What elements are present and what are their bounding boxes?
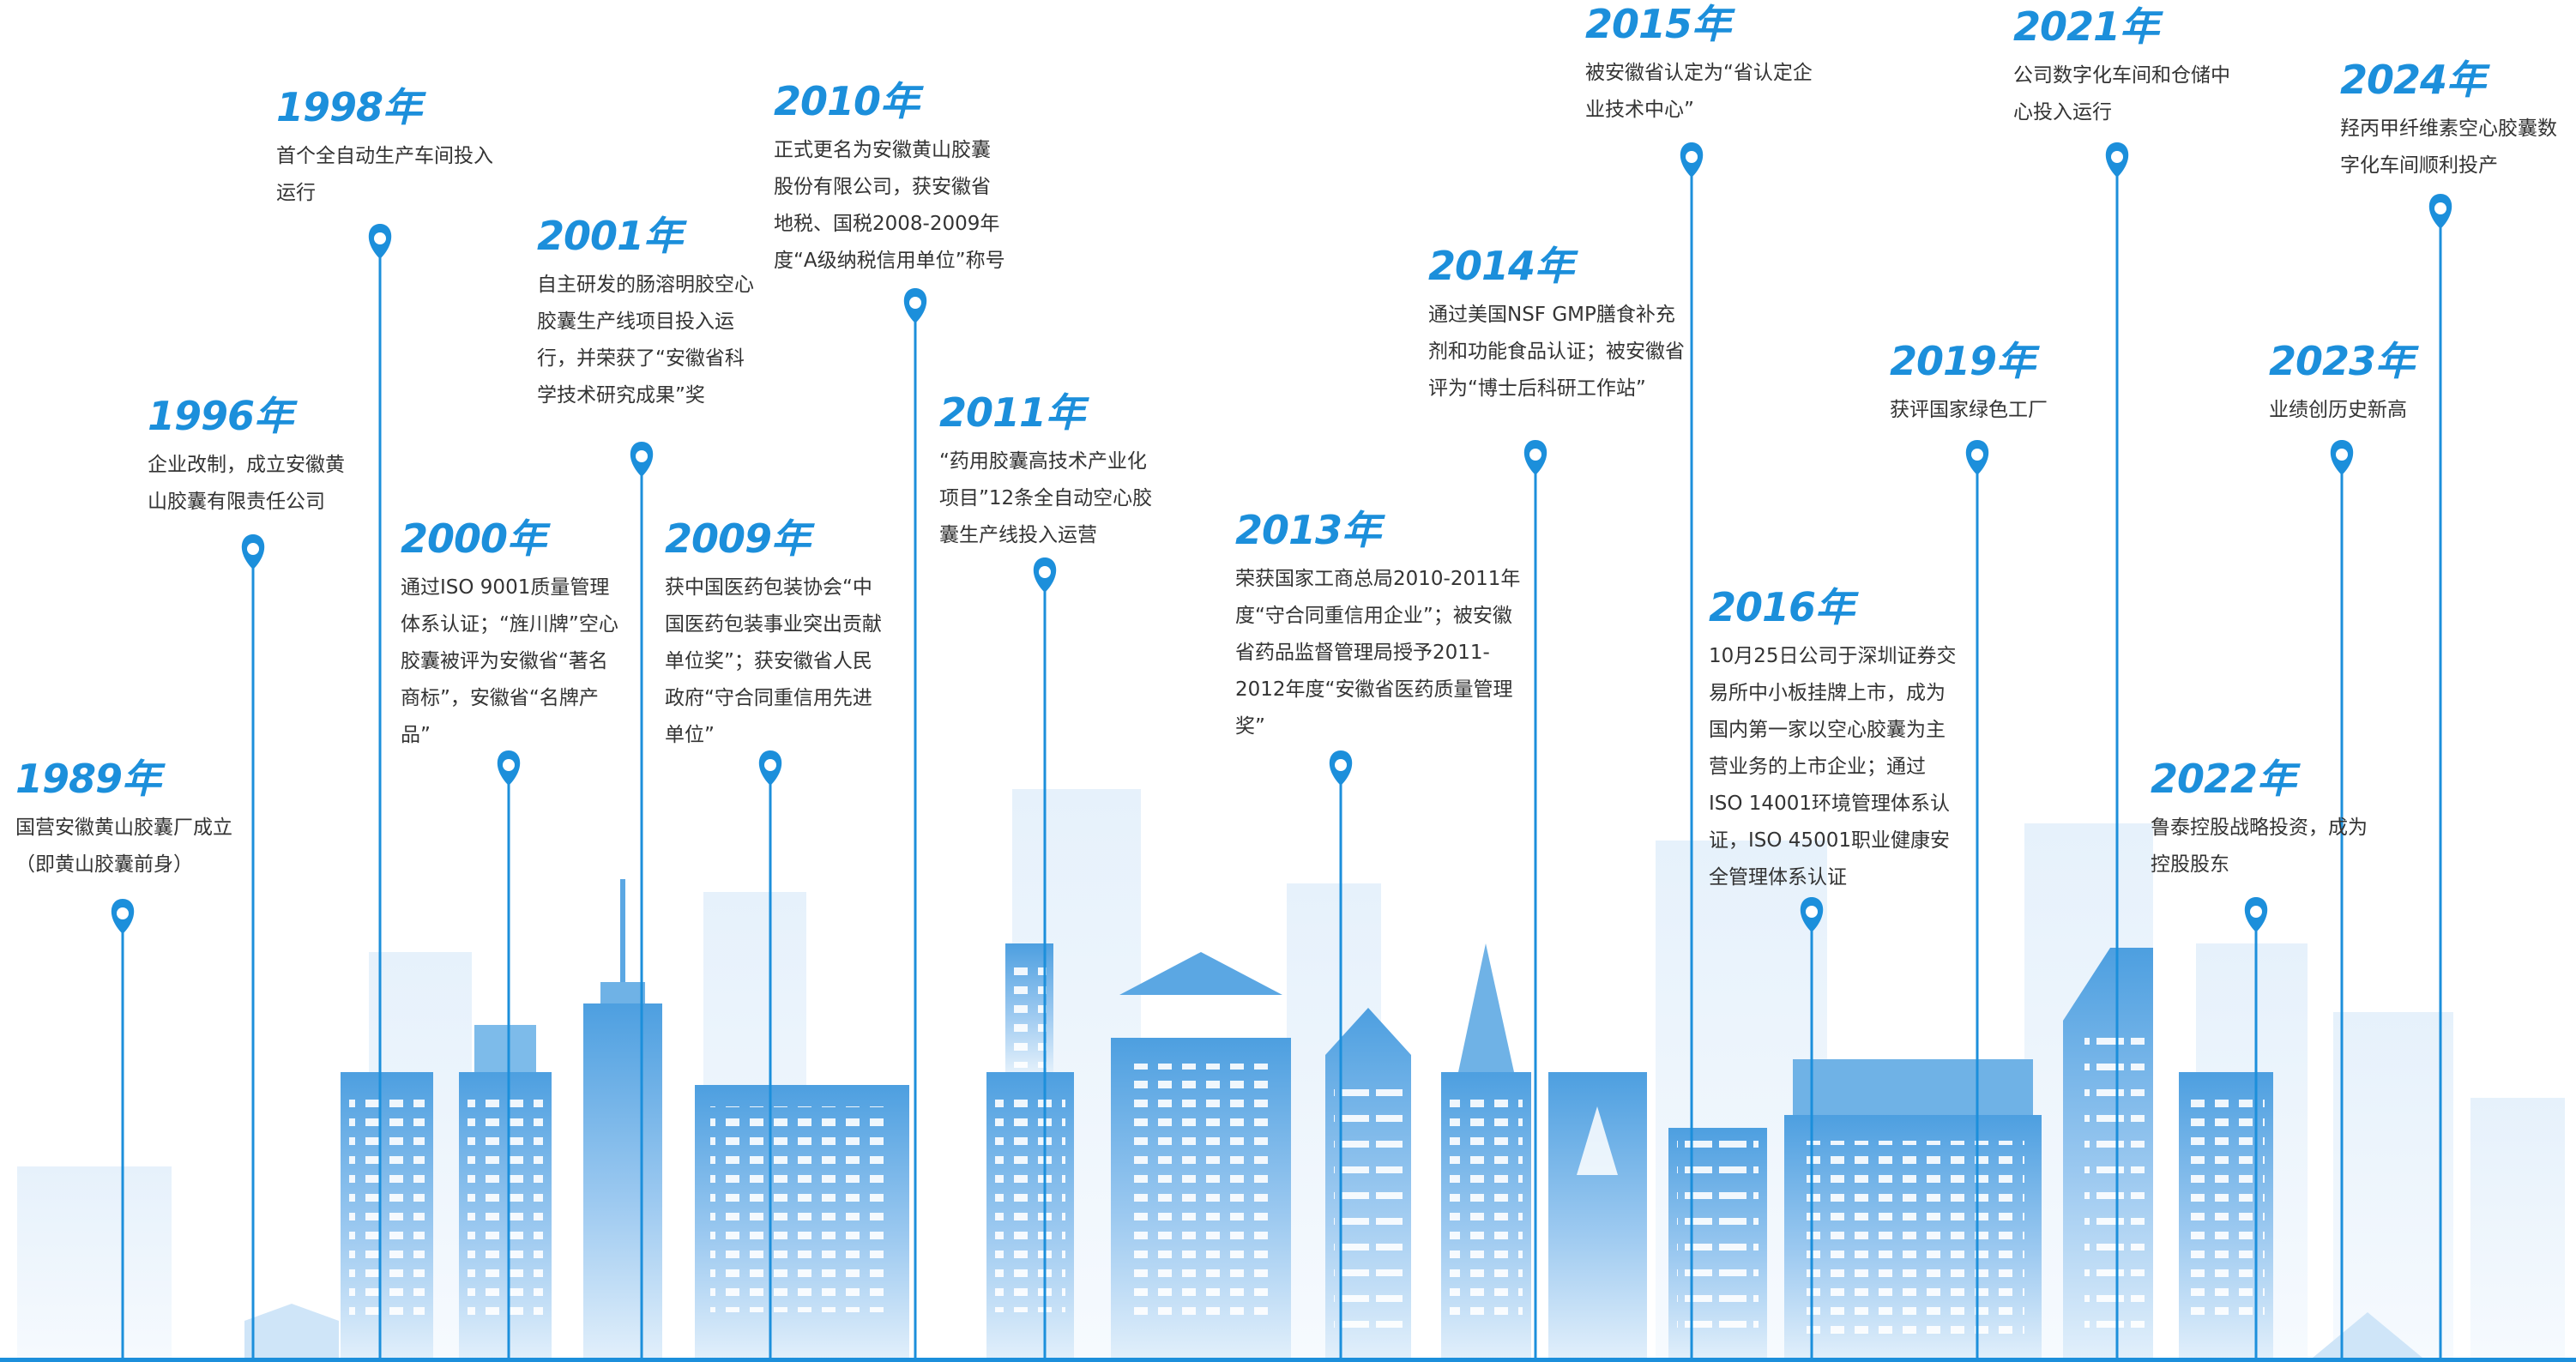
timeline-event-2023: 2023年业绩创历史新高 xyxy=(2269,337,2488,429)
location-pin-icon xyxy=(1523,440,1547,475)
event-description: 正式更名为安徽黄山胶囊股份有限公司，获安徽省地税、国税2008-2009年度“A… xyxy=(774,139,1005,272)
timeline-event-2009: 2009年获中国医药包装协会“中国医药包装事业突出贡献单位奖”；获安徽省人民政府… xyxy=(665,515,884,754)
timeline-event-2022: 2022年鲁泰控股战略投资，成为控股股东 xyxy=(2151,755,2369,883)
event-description: 公司数字化车间和仓储中心投入运行 xyxy=(2013,64,2230,124)
event-year: 2009年 xyxy=(665,515,811,562)
event-year: 2019年 xyxy=(1890,338,2036,384)
event-year: 2016年 xyxy=(1709,584,1855,630)
event-description: 荣获国家工商总局2010-2011年度“守合同重信用企业”；被安徽省药品监督管理… xyxy=(1235,568,1521,738)
location-pin-icon xyxy=(758,750,782,786)
event-year: 2021年 xyxy=(2013,3,2159,50)
event-year: 2000年 xyxy=(401,515,546,562)
location-pin-icon xyxy=(1680,142,1704,178)
event-year: 2015年 xyxy=(1585,1,1731,47)
event-year: 2011年 xyxy=(939,389,1085,436)
location-pin-icon xyxy=(368,224,392,259)
timeline-markers xyxy=(111,142,2452,1359)
location-pin-icon xyxy=(2330,440,2354,475)
location-pin-icon xyxy=(497,750,521,786)
event-year: 1996年 xyxy=(148,393,293,439)
timeline-event-2000: 2000年通过ISO 9001质量管理体系认证；“旌川牌”空心胶囊被评为安徽省“… xyxy=(401,515,619,754)
timeline-event-2001: 2001年自主研发的肠溶明胶空心胶囊生产线项目投入运行，并荣获了“安徽省科学技术… xyxy=(537,212,760,414)
location-pin-icon xyxy=(2428,194,2452,229)
location-pin-icon xyxy=(903,288,927,323)
foreground-buildings xyxy=(244,879,2428,1362)
timeline-event-1996: 1996年企业改制，成立安徽黄山胶囊有限责任公司 xyxy=(148,392,362,521)
timeline-event-2011: 2011年 “药用胶囊高技术产业化项目”12条全自动空心胶囊生产线投入运营 xyxy=(939,389,1162,554)
location-pin-icon xyxy=(1965,440,1989,475)
event-description: 鲁泰控股战略投资，成为控股股东 xyxy=(2151,817,2368,876)
event-year: 2014年 xyxy=(1428,243,1574,289)
timeline-event-2024: 2024年羟丙甲纤维素空心胶囊数字化车间顺利投产 xyxy=(2340,56,2576,184)
location-pin-icon xyxy=(1033,557,1057,593)
event-description: 自主研发的肠溶明胶空心胶囊生产线项目投入运行，并荣获了“安徽省科学技术研究成果”… xyxy=(537,274,754,407)
event-year: 2001年 xyxy=(537,213,683,259)
event-description: 羟丙甲纤维素空心胶囊数字化车间顺利投产 xyxy=(2340,118,2557,177)
event-year: 1998年 xyxy=(276,84,422,130)
event-description: “药用胶囊高技术产业化项目”12条全自动空心胶囊生产线投入运营 xyxy=(939,450,1153,546)
event-description: 通过美国NSF GMP膳食补充剂和功能食品认证；被安徽省评为“博士后科研工作站” xyxy=(1428,304,1685,400)
event-description: 国营安徽黄山胶囊厂成立（即黄山胶囊前身） xyxy=(15,817,232,876)
event-description: 通过ISO 9001质量管理体系认证；“旌川牌”空心胶囊被评为安徽省“著名商标”… xyxy=(401,576,618,746)
timeline-event-2010: 2010年正式更名为安徽黄山胶囊股份有限公司，获安徽省地税、国税2008-200… xyxy=(774,77,1005,280)
event-year: 1989年 xyxy=(15,756,161,802)
timeline-event-2013: 2013年荣获国家工商总局2010-2011年度“守合同重信用企业”；被安徽省药… xyxy=(1235,506,1531,745)
event-description: 首个全自动生产车间投入运行 xyxy=(276,145,493,204)
timeline-event-1989: 1989年国营安徽黄山胶囊厂成立（即黄山胶囊前身） xyxy=(15,755,234,883)
timeline-event-2014: 2014年通过美国NSF GMP膳食补充剂和功能食品认证；被安徽省评为“博士后科… xyxy=(1428,242,1686,407)
timeline-event-2021: 2021年公司数字化车间和仓储中心投入运行 xyxy=(2013,3,2249,131)
timeline-event-2019: 2019年获评国家绿色工厂 xyxy=(1890,337,2108,429)
location-pin-icon xyxy=(1329,750,1353,786)
location-pin-icon xyxy=(1800,897,1824,932)
event-description: 获中国医药包装协会“中国医药包装事业突出贡献单位奖”；获安徽省人民政府“守合同重… xyxy=(665,576,882,746)
event-description: 企业改制，成立安徽黄山胶囊有限责任公司 xyxy=(148,454,345,513)
event-year: 2010年 xyxy=(774,78,920,124)
event-description: 业绩创历史新高 xyxy=(2269,399,2407,421)
location-pin-icon xyxy=(111,899,135,934)
timeline-event-2016: 2016年 10月25日公司于深圳证券交易所中小板挂牌上市，成为国内第一家以空心胶… xyxy=(1709,583,1959,896)
event-year: 2024年 xyxy=(2340,57,2486,103)
event-description: 被安徽省认定为“省认定企业技术中心” xyxy=(1585,62,1813,121)
timeline-event-1998: 1998年首个全自动生产车间投入运行 xyxy=(276,83,495,212)
event-year: 2023年 xyxy=(2269,338,2415,384)
location-pin-icon xyxy=(2244,897,2268,932)
event-year: 2013年 xyxy=(1235,507,1381,553)
event-description: 获评国家绿色工厂 xyxy=(1890,399,2048,421)
location-pin-icon xyxy=(2105,142,2129,178)
location-pin-icon xyxy=(630,442,654,477)
timeline-event-2015: 2015年被安徽省认定为“省认定企业技术中心” xyxy=(1585,0,1813,129)
event-description: 10月25日公司于深圳证券交易所中小板挂牌上市，成为国内第一家以空心胶囊为主营业… xyxy=(1709,645,1957,889)
event-year: 2022年 xyxy=(2151,756,2296,802)
location-pin-icon xyxy=(241,534,265,570)
ground-line xyxy=(0,1358,2576,1362)
